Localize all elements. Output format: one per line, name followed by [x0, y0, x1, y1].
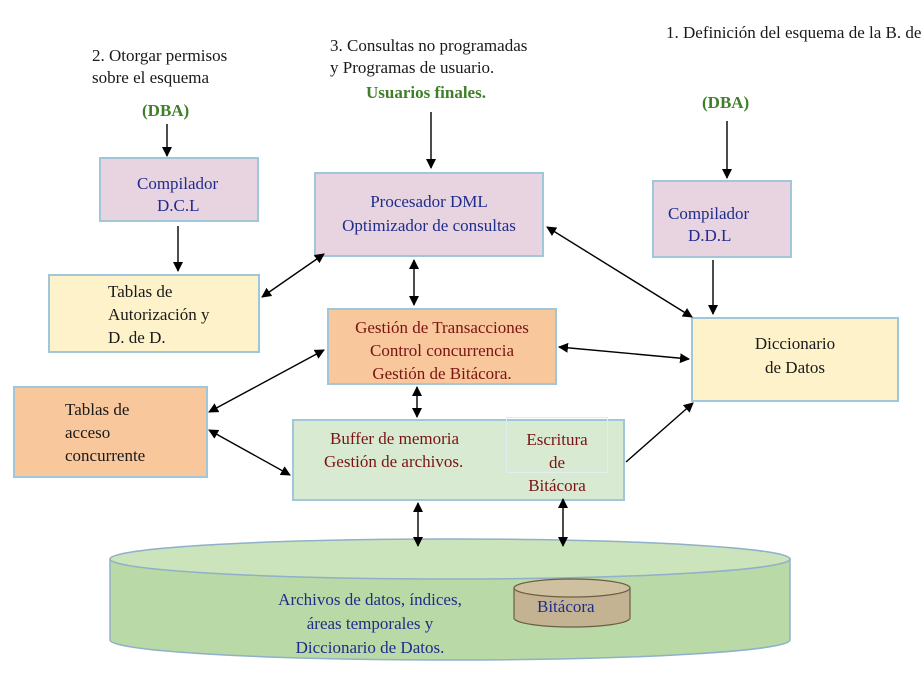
log-writing-line3: Bitácora [528, 476, 586, 495]
log-writing-line1: Escritura [526, 430, 588, 449]
ddl-compiler-line1: Compilador [668, 204, 750, 223]
memory-buffer-line1: Buffer de memoria [330, 429, 460, 448]
data-dictionary-line2: de Datos [765, 358, 825, 377]
ddl-dba-label: (DBA) [702, 93, 750, 112]
memory-buffer-line2: Gestión de archivos. [324, 452, 464, 471]
ddl-definition-line3: la B. de D. [869, 23, 921, 42]
log-writing-line2: de [548, 453, 566, 472]
queries-label: 3. Consultas no programadas y Programas … [330, 35, 527, 79]
log-cylinder [513, 578, 631, 628]
concurrent-access-tables-box: Tablas de acceso concurrente [13, 386, 208, 478]
ddl-definition-label: 1. Definición del esquema de la B. de D. [666, 22, 921, 44]
dcl-dba-label: (DBA) [142, 101, 190, 120]
arrow-auth-tables-dml [261, 253, 325, 298]
storage-line1: Archivos de datos, índices, [278, 590, 462, 609]
end-users-label: Usuarios finales. [366, 83, 486, 102]
storage-line2: áreas temporales y [306, 614, 434, 633]
log-writing-box: Escritura de Bitácora [506, 417, 608, 495]
authorization-tables-box: Tablas de Autorización y D. de D. [48, 274, 260, 353]
ddl-definition-line2: del esquema de [759, 23, 865, 42]
arrow-dml-dictionary [546, 226, 693, 318]
dcl-compiler-line2: D.C.L [157, 196, 200, 215]
transaction-management-box: Gestión de Transacciones Control concurr… [327, 308, 557, 385]
log-cylinder-label: Bitácora [537, 597, 595, 616]
authorization-tables-line2: Autorización y [108, 305, 210, 324]
storage-line3: Diccionario de Datos. [295, 638, 445, 657]
dml-processor-line1: Procesador DML [370, 192, 488, 211]
transaction-management-line3: Gestión de Bitácora. [372, 364, 512, 383]
dcl-compiler-box: Compilador D.C.L [99, 157, 259, 222]
arrow-buffer-to-dictionary [625, 402, 694, 463]
ddl-compiler-line2: D.D.L [688, 226, 732, 245]
concurrent-access-line1: Tablas de [65, 400, 130, 419]
concurrent-access-line2: acceso [65, 423, 111, 442]
authorization-tables-line1: Tablas de [108, 282, 173, 301]
arrow-transactions-dictionary [558, 342, 690, 364]
dcl-permissions-line1: 2. Otorgar permisos [92, 46, 228, 65]
storage-files-label: Archivos de datos, índices, áreas tempor… [250, 588, 490, 660]
data-dictionary-line1: Diccionario [754, 334, 836, 353]
authorization-tables-line3: D. de D. [108, 328, 166, 347]
transaction-management-line2: Control concurrencia [370, 341, 514, 360]
queries-line2: y Programas de usuario. [330, 58, 495, 77]
memory-buffer-box: Buffer de memoria Gestión de archivos. [292, 419, 625, 501]
data-dictionary-box: Diccionario de Datos [691, 317, 899, 402]
arrow-concurrent-tables-transactions [208, 349, 325, 413]
dml-processor-box: Procesador DML Optimizador de consultas [314, 172, 544, 257]
arrow-concurrent-tables-buffer [208, 429, 291, 476]
dcl-permissions-label: 2. Otorgar permisos sobre el esquema [92, 45, 227, 89]
queries-line1: 3. Consultas no programadas [330, 36, 528, 55]
concurrent-access-line3: concurrente [65, 446, 146, 465]
dml-processor-line2: Optimizador de consultas [342, 216, 516, 235]
dcl-permissions-line2: sobre el esquema [92, 68, 210, 87]
dcl-compiler-line1: Compilador [137, 174, 219, 193]
transaction-management-line1: Gestión de Transacciones [355, 318, 529, 337]
ddl-definition-line1: 1. Definición [666, 23, 756, 42]
